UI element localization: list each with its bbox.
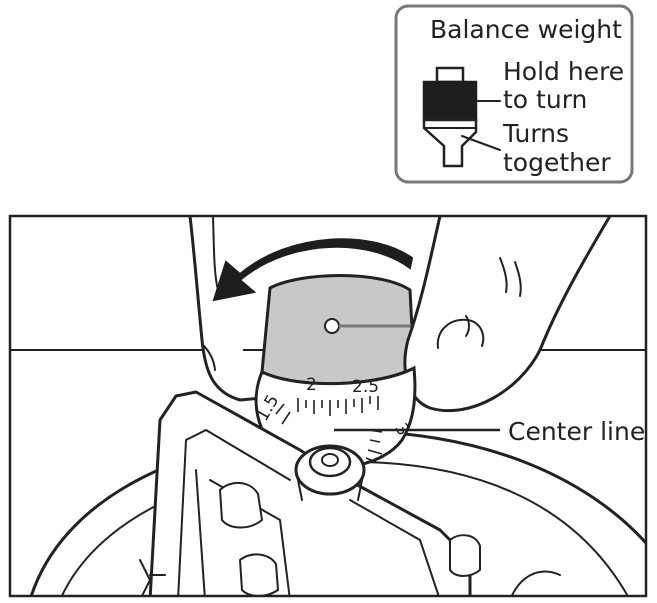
left-finger: [188, 216, 264, 402]
dial-mark-2-5: 2.5: [352, 377, 379, 397]
main-illustration: 2 2.5 1.5 3: [8, 214, 648, 598]
center-line-label: Center line: [508, 417, 645, 446]
right-finger-upper: [403, 216, 612, 413]
pivot-knob: [294, 444, 366, 501]
balance-weight-pointer-dot: [324, 318, 340, 334]
thumb-tip: [436, 318, 485, 349]
dial-mark-2: 2: [306, 375, 317, 395]
rotation-arrow: [212, 238, 414, 302]
hold-section-icon: [422, 80, 478, 122]
callout-box: Balance weight Hold here to turn Turns t…: [394, 4, 634, 184]
hold-label-line1: Hold here: [503, 57, 624, 86]
illustration-frame: [8, 214, 648, 598]
balance-weight-icon: [422, 66, 478, 168]
callout-title: Balance weight: [430, 15, 622, 44]
turns-label-line2: together: [503, 148, 611, 177]
hold-label-line2: to turn: [503, 85, 587, 114]
turns-label-line1: Turns: [502, 119, 569, 148]
